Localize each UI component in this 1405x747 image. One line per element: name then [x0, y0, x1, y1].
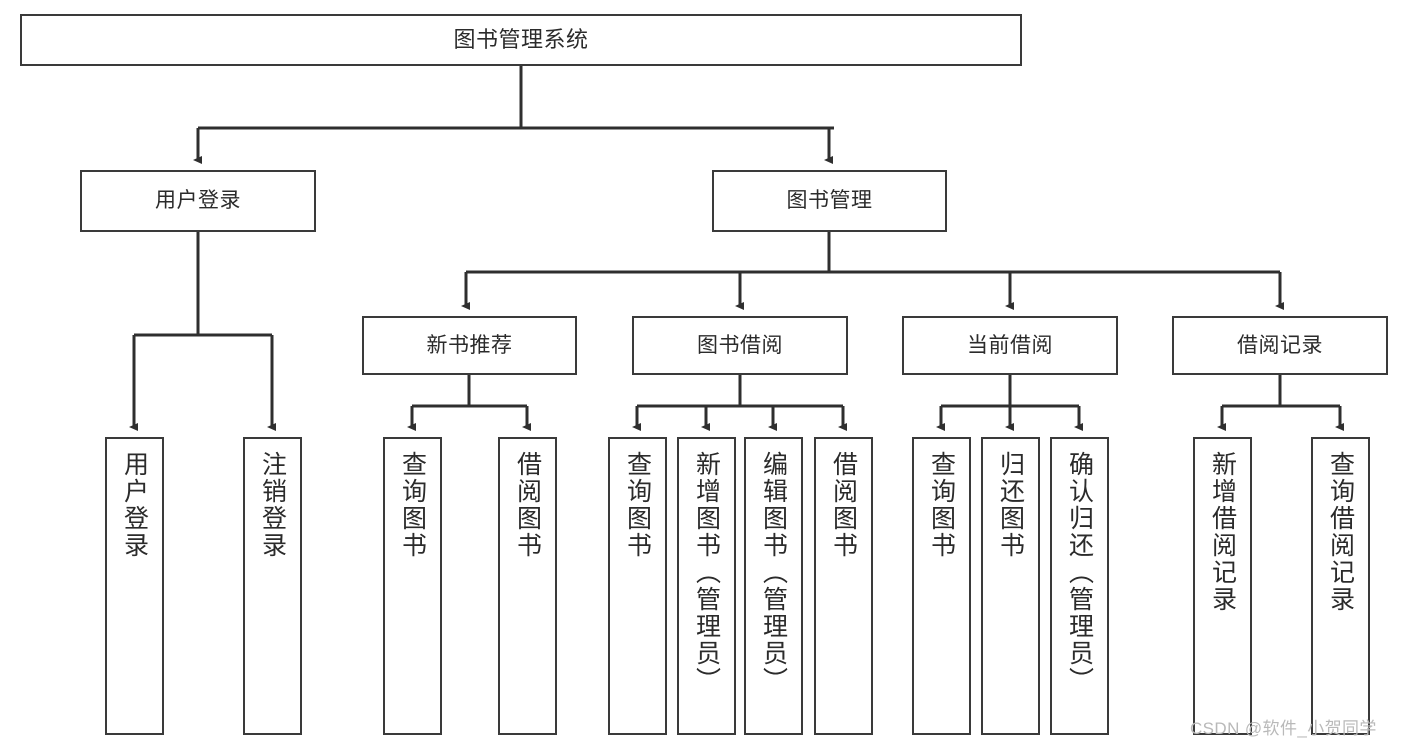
- leaf-return-book[interactable]: 归还图书: [981, 437, 1040, 735]
- node-new-book-recommend[interactable]: 新书推荐: [362, 316, 577, 375]
- node-label: 查询图书: [623, 451, 652, 559]
- leaf-query-book-borrow[interactable]: 查询图书: [608, 437, 667, 735]
- node-label: 图书管理系统: [453, 26, 589, 52]
- leaf-borrow-book-recommend[interactable]: 借阅图书: [498, 437, 557, 735]
- node-label: 确认归还（管理员）: [1065, 451, 1094, 694]
- leaf-query-borrow-record[interactable]: 查询借阅记录: [1311, 437, 1370, 735]
- node-label: 新增借阅记录: [1208, 451, 1237, 613]
- leaf-query-book-current[interactable]: 查询图书: [912, 437, 971, 735]
- node-label: 借阅记录: [1237, 333, 1323, 357]
- node-label: 查询图书: [927, 451, 956, 559]
- node-label: 编辑图书（管理员）: [759, 451, 788, 694]
- node-label: 当前借阅: [967, 333, 1053, 357]
- node-current-borrow[interactable]: 当前借阅: [902, 316, 1118, 375]
- node-label: 新增图书（管理员）: [692, 451, 721, 694]
- node-borrow-record[interactable]: 借阅记录: [1172, 316, 1388, 375]
- leaf-logout[interactable]: 注销登录: [243, 437, 302, 735]
- node-label: 图书借阅: [697, 333, 783, 357]
- leaf-confirm-return-admin[interactable]: 确认归还（管理员）: [1050, 437, 1109, 735]
- node-label: 用户登录: [155, 189, 241, 213]
- node-label: 查询借阅记录: [1326, 451, 1355, 613]
- node-book-management[interactable]: 图书管理: [712, 170, 947, 232]
- node-label: 用户登录: [120, 451, 149, 559]
- leaf-user-login[interactable]: 用户登录: [105, 437, 164, 735]
- leaf-add-borrow-record[interactable]: 新增借阅记录: [1193, 437, 1252, 735]
- node-label: 注销登录: [258, 451, 287, 559]
- csdn-watermark: CSDN @软件_小贺同学: [1190, 719, 1377, 738]
- leaf-query-book-recommend[interactable]: 查询图书: [383, 437, 442, 735]
- node-book-borrow[interactable]: 图书借阅: [632, 316, 848, 375]
- node-root-system[interactable]: 图书管理系统: [20, 14, 1022, 66]
- node-label: 图书管理: [786, 189, 873, 213]
- node-user-login[interactable]: 用户登录: [80, 170, 316, 232]
- node-label: 借阅图书: [513, 451, 542, 559]
- node-label: 归还图书: [996, 451, 1025, 559]
- leaf-edit-book-admin[interactable]: 编辑图书（管理员）: [744, 437, 803, 735]
- leaf-borrow-book[interactable]: 借阅图书: [814, 437, 873, 735]
- node-label: 借阅图书: [829, 451, 858, 559]
- node-label: 新书推荐: [426, 333, 513, 357]
- leaf-add-book-admin[interactable]: 新增图书（管理员）: [677, 437, 736, 735]
- node-label: 查询图书: [398, 451, 427, 559]
